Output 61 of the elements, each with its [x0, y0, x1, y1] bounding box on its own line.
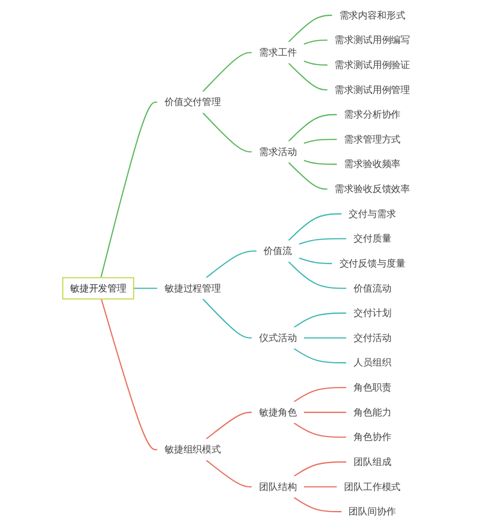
node-text: 需求验收反馈效率 — [334, 183, 410, 194]
node-text: 交付与需求 — [348, 208, 396, 220]
connector — [134, 288, 158, 289]
node-box: 敏捷开发管理 — [62, 277, 134, 300]
node-text: 团队结构 — [258, 480, 297, 492]
connector — [202, 52, 252, 92]
node-text: 角色职责 — [353, 382, 392, 393]
node-text: 角色协作 — [353, 431, 392, 443]
node-text: 角色能力 — [353, 406, 392, 418]
connector — [206, 412, 252, 440]
node-text: 需求管理方式 — [344, 134, 401, 145]
node-text: 敏捷组织模式 — [164, 444, 222, 455]
connector — [304, 412, 346, 413]
connector — [294, 312, 346, 328]
node-text: 需求验收频率 — [344, 158, 401, 170]
connector — [288, 62, 328, 90]
node-text: 需求活动 — [258, 146, 297, 158]
node-text: 团队组成 — [353, 456, 392, 468]
node-text: 价值交付管理 — [164, 96, 222, 108]
connector — [100, 102, 158, 278]
node-text: 交付质量 — [353, 232, 392, 244]
node-text: 仪式活动 — [258, 332, 297, 344]
connector — [298, 238, 346, 245]
connector — [294, 496, 342, 512]
node-text: 交付计划 — [353, 307, 392, 318]
connector — [288, 114, 337, 142]
node-text: 需求测试用例管理 — [334, 84, 410, 96]
connector — [294, 461, 346, 477]
connector — [298, 258, 332, 264]
connector — [294, 422, 346, 438]
connector — [294, 386, 346, 402]
node-text: 人员组织 — [353, 356, 392, 368]
node-text: 价值流动 — [353, 282, 392, 294]
node-text: 需求测试用例验证 — [334, 59, 410, 70]
connector — [304, 337, 346, 339]
connector — [304, 138, 337, 144]
connector — [294, 348, 346, 364]
connector — [206, 250, 257, 278]
connector — [304, 40, 328, 45]
connector — [288, 261, 346, 289]
node-text: 需求分析协作 — [344, 108, 401, 120]
connector — [288, 213, 342, 241]
connector — [288, 162, 328, 190]
node-text: 需求测试用例编写 — [334, 34, 410, 46]
node-text: 交付活动 — [353, 332, 392, 344]
node-text: 需求工件 — [258, 46, 297, 58]
connector — [304, 486, 337, 488]
node-text: 交付反馈与度量 — [339, 258, 406, 269]
node-text: 团队工作模式 — [344, 480, 401, 492]
node-text: 价值流 — [264, 245, 292, 256]
node-text: 敏捷角色 — [258, 406, 297, 418]
node-text: 团队间协作 — [348, 506, 396, 517]
connector — [100, 298, 158, 450]
connector — [304, 160, 337, 165]
connector — [304, 60, 328, 66]
connector — [206, 460, 252, 488]
connector — [288, 14, 332, 42]
connector — [202, 112, 252, 152]
node-text: 需求内容和形式 — [339, 9, 406, 21]
node-text: 敏捷过程管理 — [164, 282, 222, 294]
connector — [202, 298, 252, 339]
